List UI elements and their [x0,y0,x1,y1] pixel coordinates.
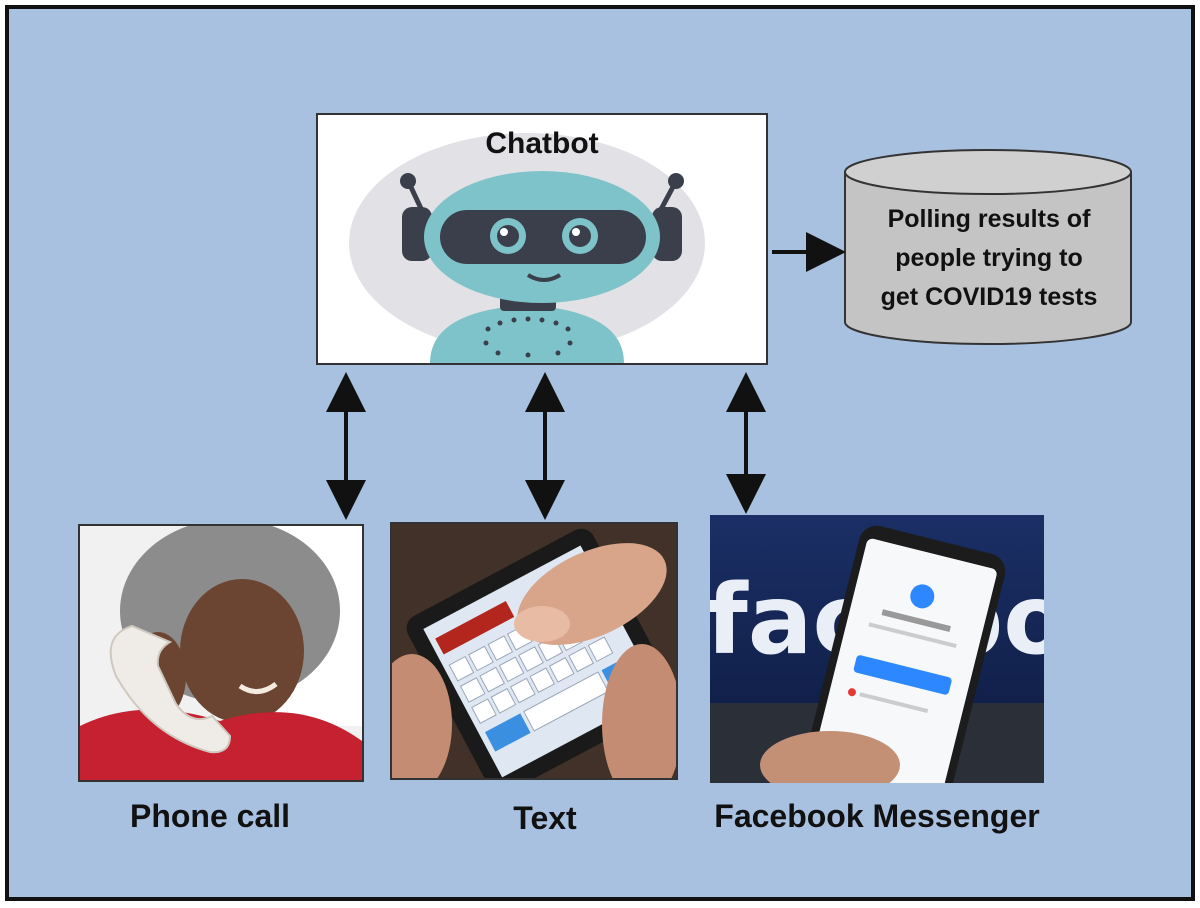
robot-icon [349,133,705,363]
database-label: Polling results of people trying to get … [846,200,1132,317]
text-caption: Text [513,800,577,836]
database-label-line: get COVID19 tests [880,283,1098,311]
chatbot-title: Chatbot [485,127,599,160]
database-label-line: people trying to [895,244,1083,272]
facebook-messenger-caption: Facebook Messenger [714,798,1040,834]
phone-call-photo [78,524,364,782]
chatbot-box: Chatbot [316,113,768,365]
phone-call-caption: Phone call [129,798,291,834]
texting-phone-photo [390,522,678,780]
database-cylinder-icon [844,149,1132,345]
facebook-messenger-photo: facebook [710,515,1044,783]
messenger-illustration: facebook [710,515,1044,783]
texting-illustration [392,524,676,778]
database-label-line: Polling results of [887,205,1091,233]
phone-call-illustration [80,526,362,780]
